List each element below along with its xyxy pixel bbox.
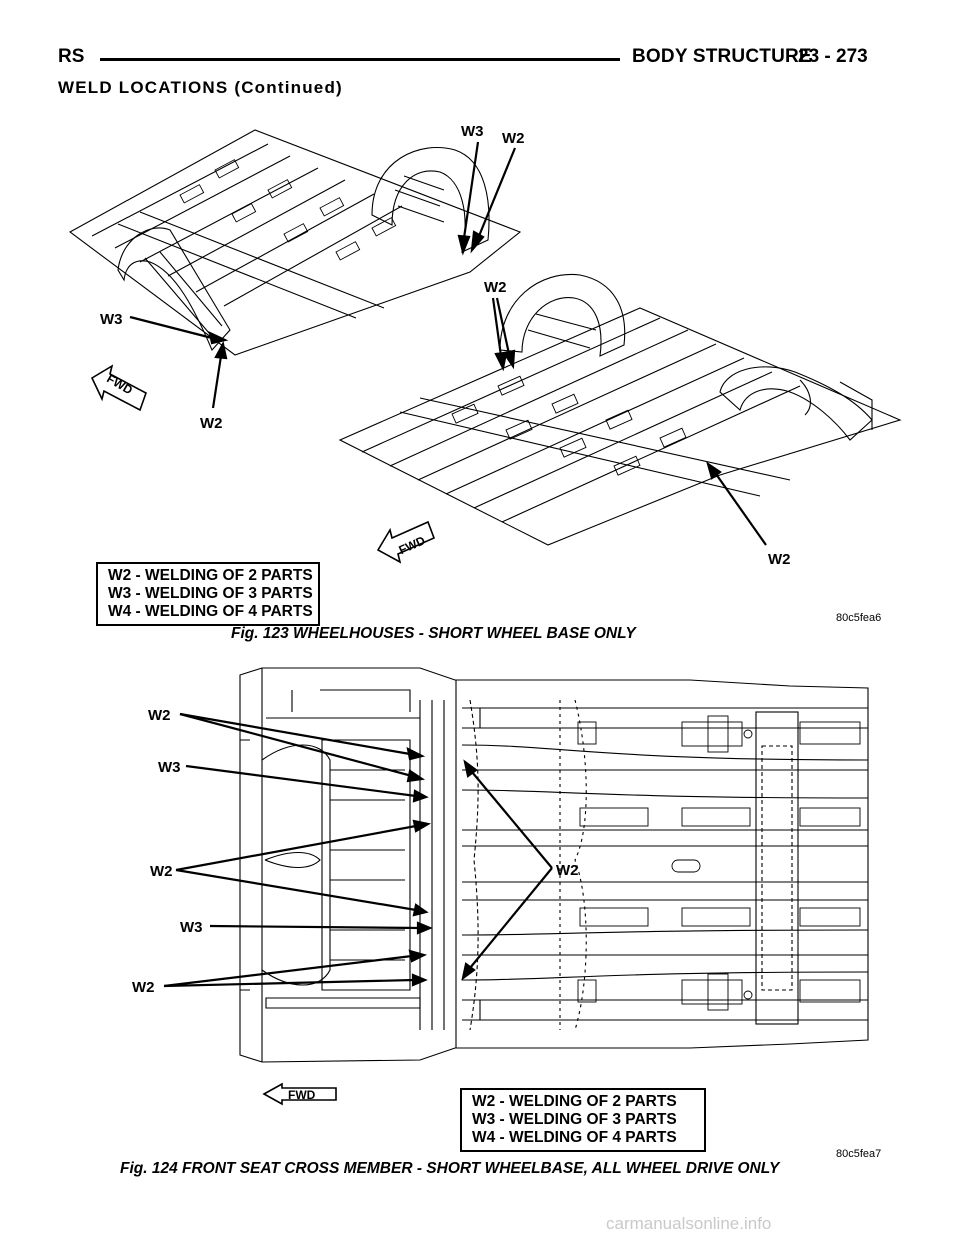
fig2-image-id: 80c5fea7 — [836, 1148, 882, 1160]
fig1-image-id: 80c5fea6 — [836, 612, 882, 624]
footer-watermark: carmanualsonline.info — [606, 1214, 772, 1233]
fig1-legend-w3: W3 - WELDING OF 3 PARTS — [108, 585, 313, 602]
fig1-label-w2-mid: W2 — [484, 279, 507, 296]
header-page-number: 23 - 273 — [798, 46, 868, 67]
upper-wheelhouse-left — [117, 227, 231, 352]
fig1-label-w2-top: W2 — [502, 130, 525, 147]
fig2-label-w2-b: W2 — [150, 863, 173, 880]
fig1-label-w2-left: W2 — [200, 415, 223, 432]
fig2-legend: W2 - WELDING OF 2 PARTS W3 - WELDING OF … — [460, 1088, 706, 1152]
section-title: WELD LOCATIONS (Continued) — [58, 78, 343, 97]
fig2-label-w2-center: W2 — [556, 862, 579, 879]
fig1-label-w3-top: W3 — [461, 123, 484, 140]
header-rule — [100, 58, 620, 61]
fig1-label-w2-right: W2 — [768, 551, 791, 568]
fig1-legend-w2: W2 - WELDING OF 2 PARTS — [108, 567, 313, 584]
fig1-label-w3-left: W3 — [100, 311, 123, 328]
fig2-legend-w4: W4 - WELDING OF 4 PARTS — [472, 1129, 677, 1146]
fwd-arrow-3 — [262, 1082, 337, 1106]
underbody-outline — [239, 667, 869, 1063]
header-title: BODY STRUCTURE — [632, 46, 812, 67]
fig2-label-w3-b: W3 — [180, 919, 203, 936]
fig2-legend-w3: W3 - WELDING OF 3 PARTS — [472, 1111, 677, 1128]
fwd-arrow-1 — [90, 364, 147, 412]
fig1-legend-w4: W4 - WELDING OF 4 PARTS — [108, 603, 313, 620]
fwd-arrow-3-label: FWD — [288, 1088, 316, 1102]
lower-floor-pan — [338, 307, 902, 546]
fig1-legend: W2 - WELDING OF 2 PARTS W3 - WELDING OF … — [96, 562, 320, 626]
lower-wheelhouse-right — [719, 366, 873, 441]
fig2-caption: Fig. 124 FRONT SEAT CROSS MEMBER - SHORT… — [120, 1160, 780, 1177]
fwd-arrow-2 — [376, 520, 436, 564]
figure-124-drawing — [239, 667, 869, 1063]
fig2-label-w2-c: W2 — [132, 979, 155, 996]
lower-wheelhouse-left — [499, 273, 626, 357]
header-section-code: RS — [58, 46, 85, 67]
upper-floor-pan — [68, 129, 522, 356]
fig1-caption: Fig. 123 WHEELHOUSES - SHORT WHEEL BASE … — [231, 625, 636, 642]
upper-wheelhouse-right — [371, 146, 490, 253]
fig2-legend-w2: W2 - WELDING OF 2 PARTS — [472, 1093, 677, 1110]
fig2-label-w2-a: W2 — [148, 707, 171, 724]
fig2-label-w3-a: W3 — [158, 759, 181, 776]
